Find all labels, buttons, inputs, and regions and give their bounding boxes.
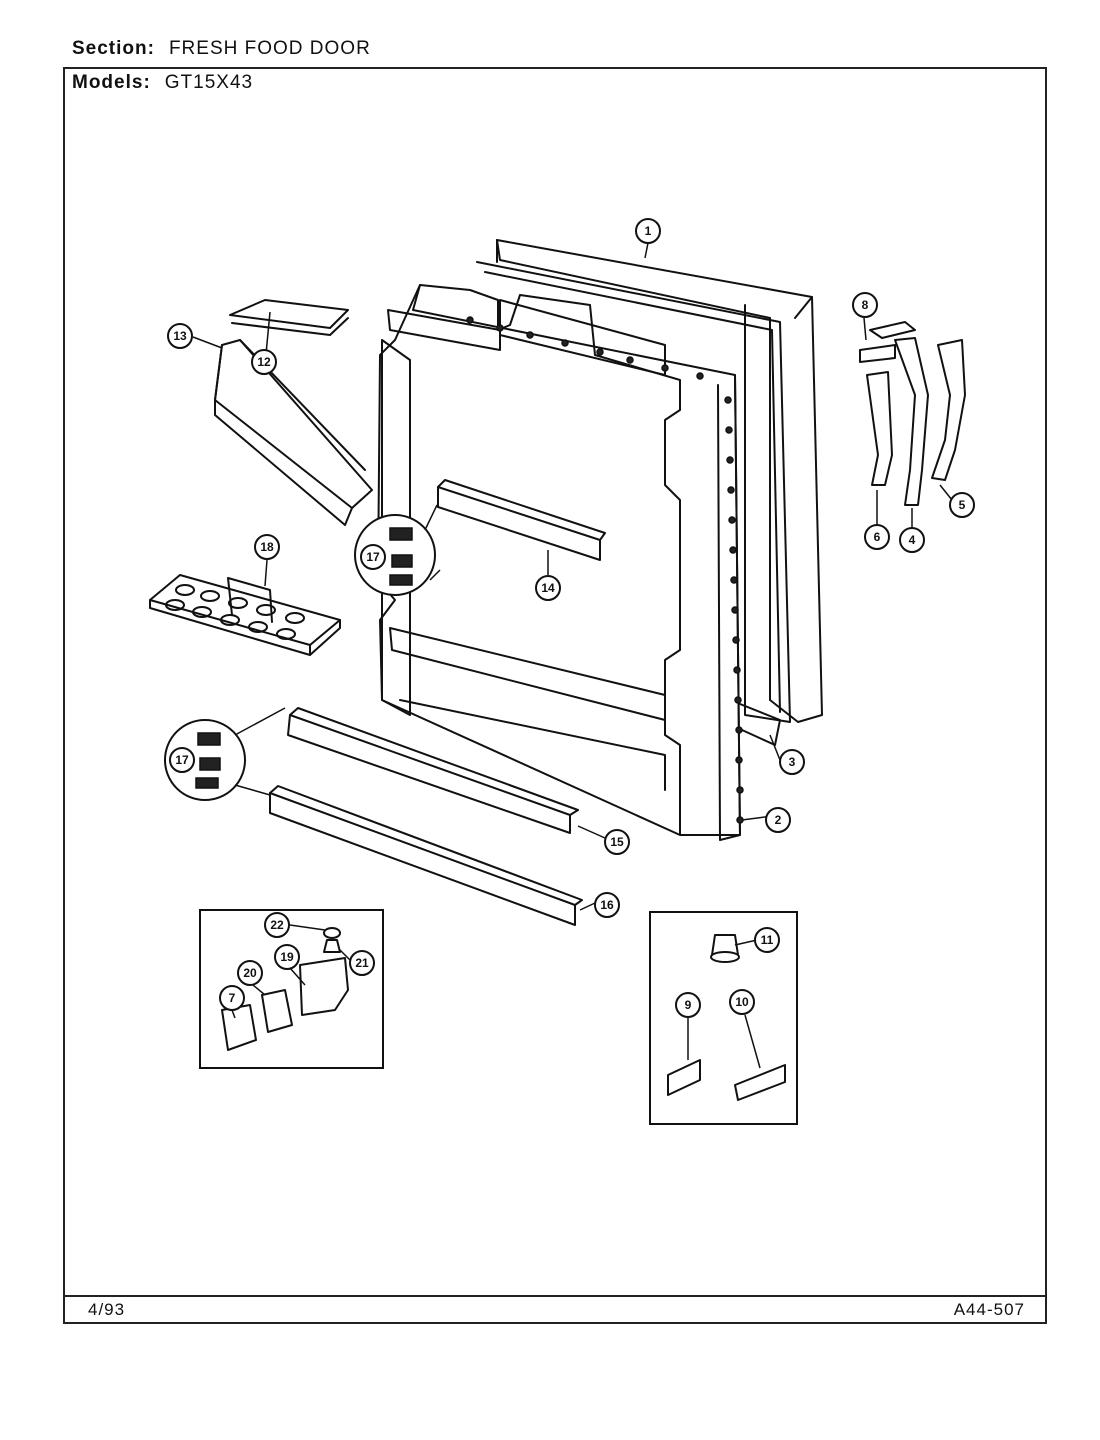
diagram-frame bbox=[63, 67, 1047, 1324]
svg-text:17: 17 bbox=[175, 753, 189, 767]
door-gasket bbox=[476, 261, 791, 746]
door-shelf-bar-16 bbox=[269, 785, 583, 926]
svg-text:6: 6 bbox=[874, 530, 881, 544]
svg-text:10: 10 bbox=[735, 995, 749, 1009]
hinge-hardware-inset bbox=[199, 909, 384, 1069]
svg-text:22: 22 bbox=[270, 918, 284, 932]
callout-12: 12 bbox=[251, 349, 277, 375]
callout-21: 21 bbox=[349, 950, 375, 976]
models-value: GT15X43 bbox=[164, 72, 254, 93]
callout-20: 20 bbox=[237, 960, 263, 986]
door-shelf-bar-15 bbox=[287, 707, 579, 834]
svg-text:7: 7 bbox=[229, 991, 236, 1005]
svg-text:14: 14 bbox=[541, 581, 555, 595]
callout-6: 6 bbox=[864, 524, 890, 550]
callout-13: 13 bbox=[167, 323, 193, 349]
butter-compartment-13 bbox=[214, 339, 373, 526]
svg-text:9: 9 bbox=[685, 998, 692, 1012]
svg-text:20: 20 bbox=[243, 966, 257, 980]
hinge-parts-group bbox=[859, 321, 966, 506]
svg-text:4: 4 bbox=[909, 533, 916, 547]
callout-5: 5 bbox=[949, 492, 975, 518]
section-header: Section: FRESH FOOD DOOR bbox=[72, 38, 371, 60]
callout-15: 15 bbox=[604, 829, 630, 855]
shelf-clip-inset-lower bbox=[164, 707, 286, 801]
callout-18: 18 bbox=[254, 534, 280, 560]
svg-text:12: 12 bbox=[257, 355, 271, 369]
svg-text:18: 18 bbox=[260, 540, 274, 554]
callout-16: 16 bbox=[594, 892, 620, 918]
footer-divider bbox=[63, 1295, 1047, 1297]
callout-3: 3 bbox=[779, 749, 805, 775]
egg-tray-18 bbox=[149, 574, 341, 656]
section-label: Section: bbox=[72, 38, 155, 59]
models-label: Models: bbox=[72, 72, 151, 93]
svg-text:13: 13 bbox=[173, 329, 187, 343]
svg-text:15: 15 bbox=[610, 835, 624, 849]
callout-2: 2 bbox=[765, 807, 791, 833]
callout-9: 9 bbox=[675, 992, 701, 1018]
footer-date: 4/93 bbox=[88, 1300, 126, 1319]
callout-8: 8 bbox=[852, 292, 878, 318]
callout-7: 7 bbox=[219, 985, 245, 1011]
models-header: Models: GT15X43 bbox=[72, 72, 253, 94]
leader-lines bbox=[192, 242, 953, 1069]
door-accessory-inset bbox=[649, 911, 798, 1125]
svg-text:11: 11 bbox=[761, 933, 774, 947]
hinge-hardware-parts bbox=[221, 927, 349, 1051]
callout-10: 10 bbox=[729, 989, 755, 1015]
svg-text:21: 21 bbox=[355, 956, 369, 970]
callout-22: 22 bbox=[264, 912, 290, 938]
callout-4: 4 bbox=[899, 527, 925, 553]
svg-text:16: 16 bbox=[600, 898, 614, 912]
callout-17-lower: 17 bbox=[169, 747, 195, 773]
inner-door-liner bbox=[377, 284, 744, 841]
svg-text:3: 3 bbox=[789, 755, 796, 769]
shelf-cover-12 bbox=[229, 299, 349, 336]
callout-14: 14 bbox=[535, 575, 561, 601]
section-value: FRESH FOOD DOOR bbox=[168, 38, 371, 59]
door-shelf-bar-14 bbox=[437, 479, 606, 561]
svg-text:8: 8 bbox=[862, 298, 869, 312]
shelf-clip-inset-upper bbox=[354, 504, 441, 596]
svg-text:2: 2 bbox=[775, 813, 782, 827]
callout-11: 11 bbox=[754, 927, 780, 953]
callout-17-upper: 17 bbox=[360, 544, 386, 570]
callout-1: 1 bbox=[635, 218, 661, 244]
footer-code: A44-507 bbox=[953, 1300, 1025, 1319]
door-accessory-parts bbox=[667, 934, 786, 1101]
svg-text:17: 17 bbox=[366, 550, 380, 564]
svg-text:5: 5 bbox=[959, 498, 966, 512]
svg-text:1: 1 bbox=[645, 224, 652, 238]
svg-text:19: 19 bbox=[280, 950, 294, 964]
callout-19: 19 bbox=[274, 944, 300, 970]
